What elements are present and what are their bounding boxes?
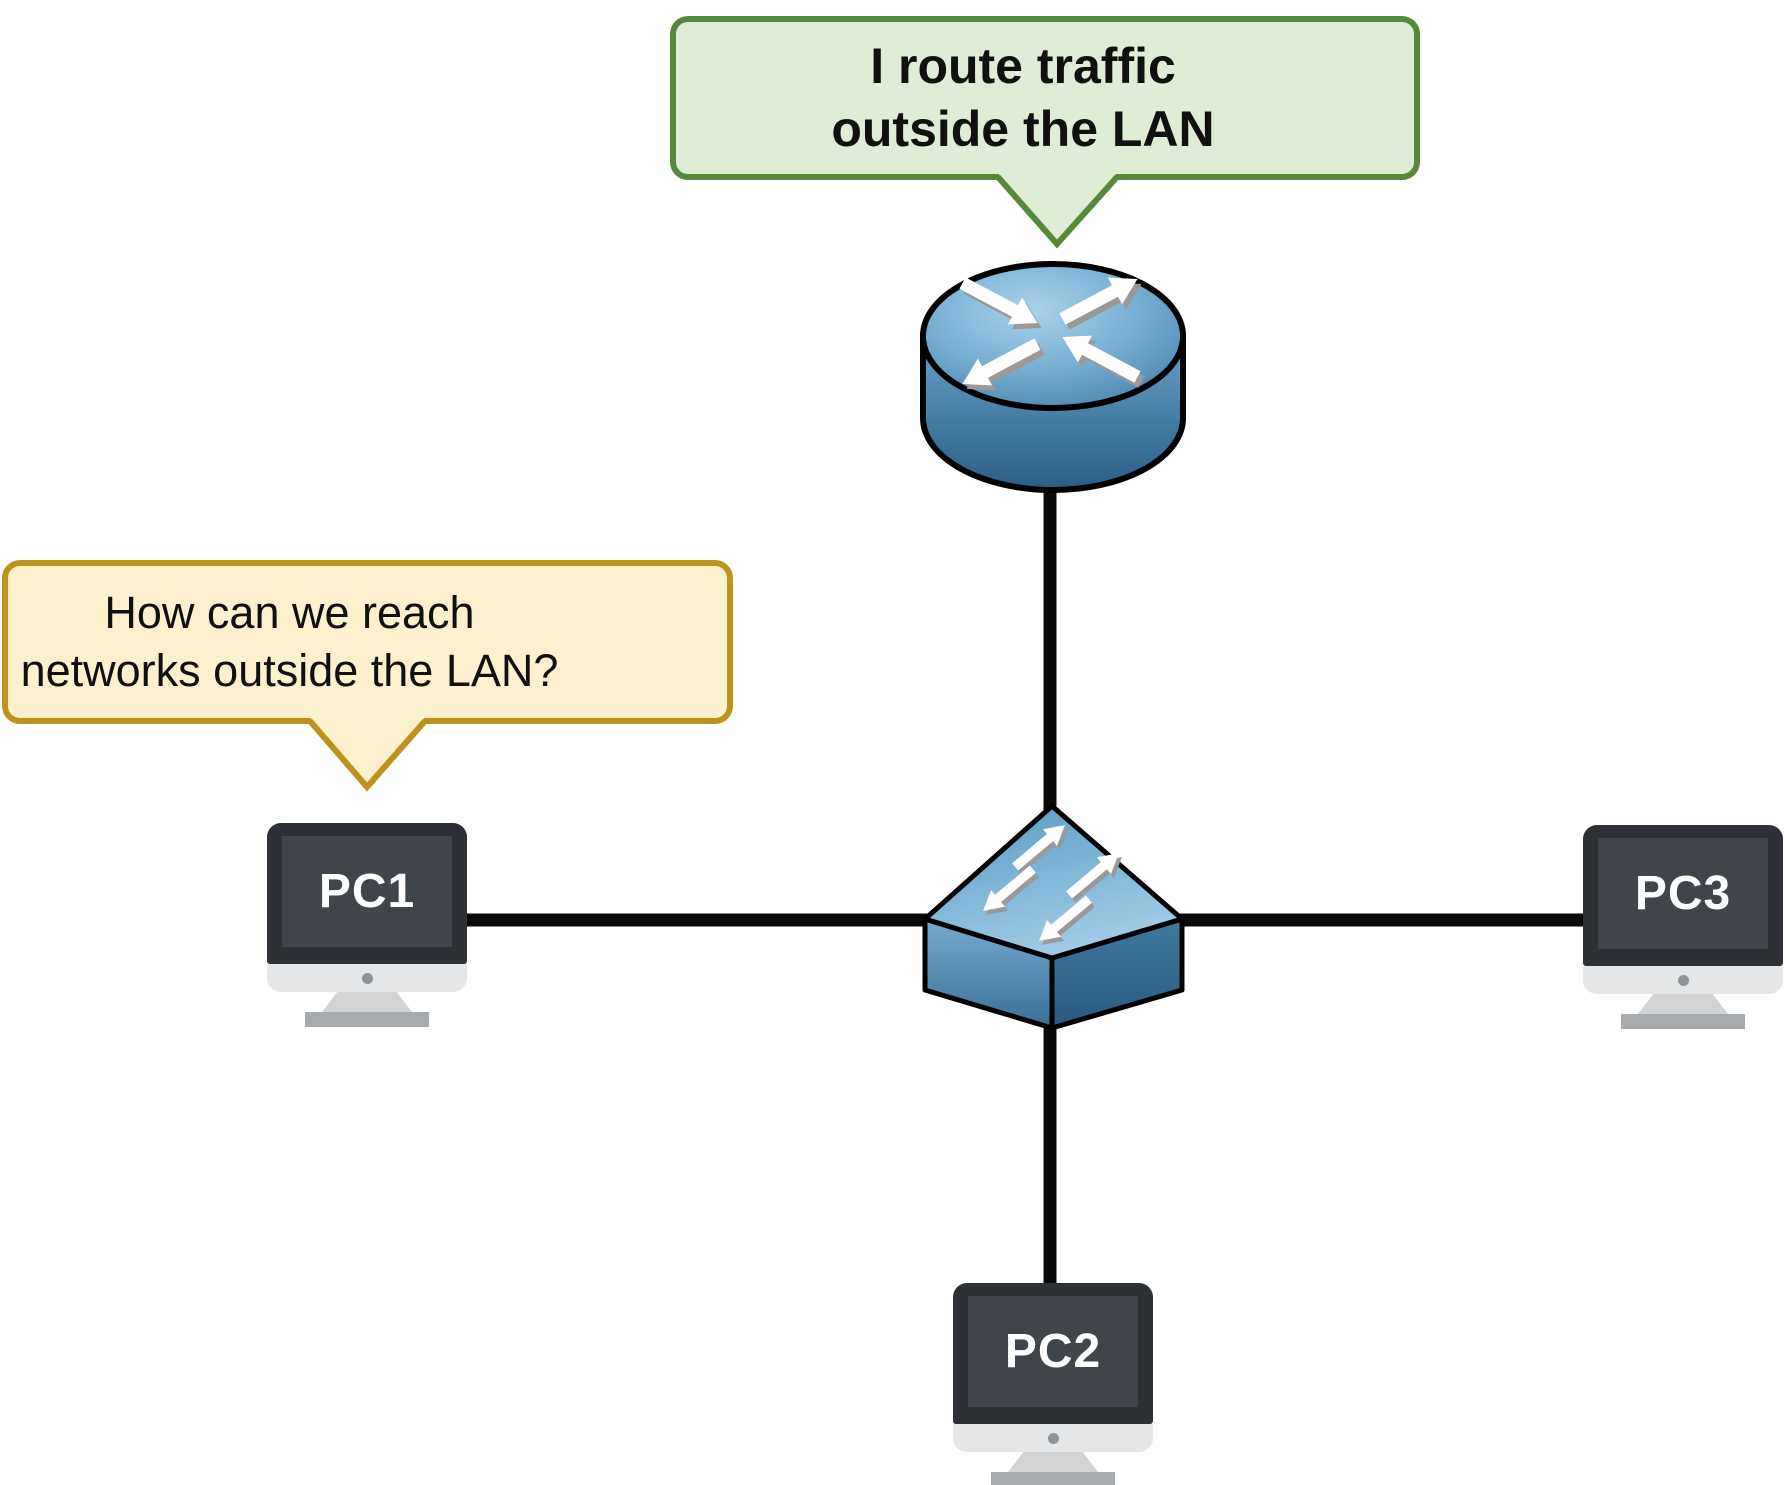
pc2-chin <box>953 1424 1153 1452</box>
pc3-stand <box>1638 994 1728 1014</box>
switch-icon <box>922 803 1185 1031</box>
pc1-callout-line1: How can we reach <box>104 586 475 638</box>
router-callout-bubble: I route traffic outside the LAN <box>670 16 1420 180</box>
pc1-camera-dot <box>361 972 373 984</box>
pc1-label: PC1 <box>318 865 416 918</box>
pc2-camera-dot <box>1047 1432 1059 1444</box>
pc3-chin <box>1583 966 1783 994</box>
pc2-stand-base <box>991 1472 1115 1485</box>
pc3-stand-base <box>1621 1014 1745 1029</box>
pc3-camera-dot <box>1677 974 1689 986</box>
device-pc1: PC1 <box>267 823 467 1027</box>
pc3-screen: PC3 <box>1598 838 1768 949</box>
links <box>450 460 1600 1300</box>
pc1-callout-tail <box>306 712 429 792</box>
pc1-monitor-icon: PC1 <box>267 823 467 964</box>
pc2-monitor-icon: PC2 <box>953 1283 1153 1424</box>
router-callout-line1: I route traffic <box>870 38 1176 94</box>
pc3-monitor-icon: PC3 <box>1583 825 1783 966</box>
device-pc2: PC2 <box>953 1283 1153 1485</box>
router-callout-tail <box>994 168 1121 249</box>
pc3-label: PC3 <box>1634 867 1732 920</box>
device-pc3: PC3 <box>1583 825 1783 1029</box>
router-callout-line2: outside the LAN <box>831 101 1215 157</box>
pc2-screen: PC2 <box>968 1296 1138 1407</box>
pc2-label: PC2 <box>1004 1325 1102 1378</box>
router-icon <box>920 261 1186 493</box>
pc1-stand <box>322 992 412 1012</box>
pc1-stand-base <box>305 1012 429 1027</box>
pc1-callout-bubble: How can we reach networks outside the LA… <box>2 560 733 724</box>
pc2-stand <box>1008 1452 1098 1472</box>
pc1-callout-line2: networks outside the LAN? <box>20 645 559 696</box>
pc1-screen: PC1 <box>282 836 452 947</box>
pc1-chin <box>267 964 467 992</box>
